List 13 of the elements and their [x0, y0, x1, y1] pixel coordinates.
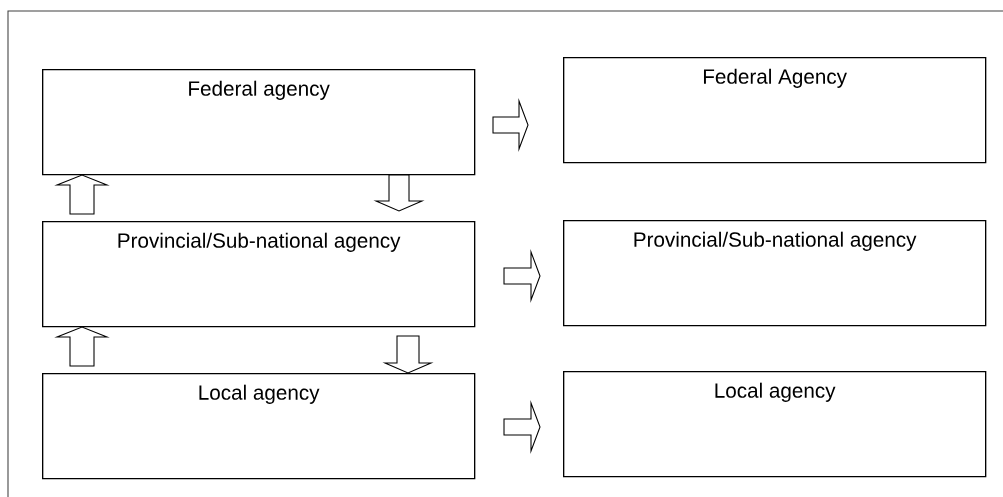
block-arrow — [503, 400, 541, 454]
agency-box: Local agency — [563, 371, 987, 478]
block-arrow — [492, 98, 529, 152]
block-arrow — [54, 174, 110, 215]
agency-box: Provincial/Sub-national agency — [563, 220, 987, 327]
block-arrow — [503, 249, 541, 303]
agency-box: Federal agency — [42, 69, 476, 176]
agency-box: Local agency — [42, 373, 476, 480]
agency-box: Provincial/Sub-national agency — [42, 221, 476, 328]
block-arrow — [373, 174, 425, 212]
block-arrow — [54, 326, 110, 367]
block-arrow — [382, 335, 434, 374]
agency-box: Federal Agency — [563, 57, 987, 164]
